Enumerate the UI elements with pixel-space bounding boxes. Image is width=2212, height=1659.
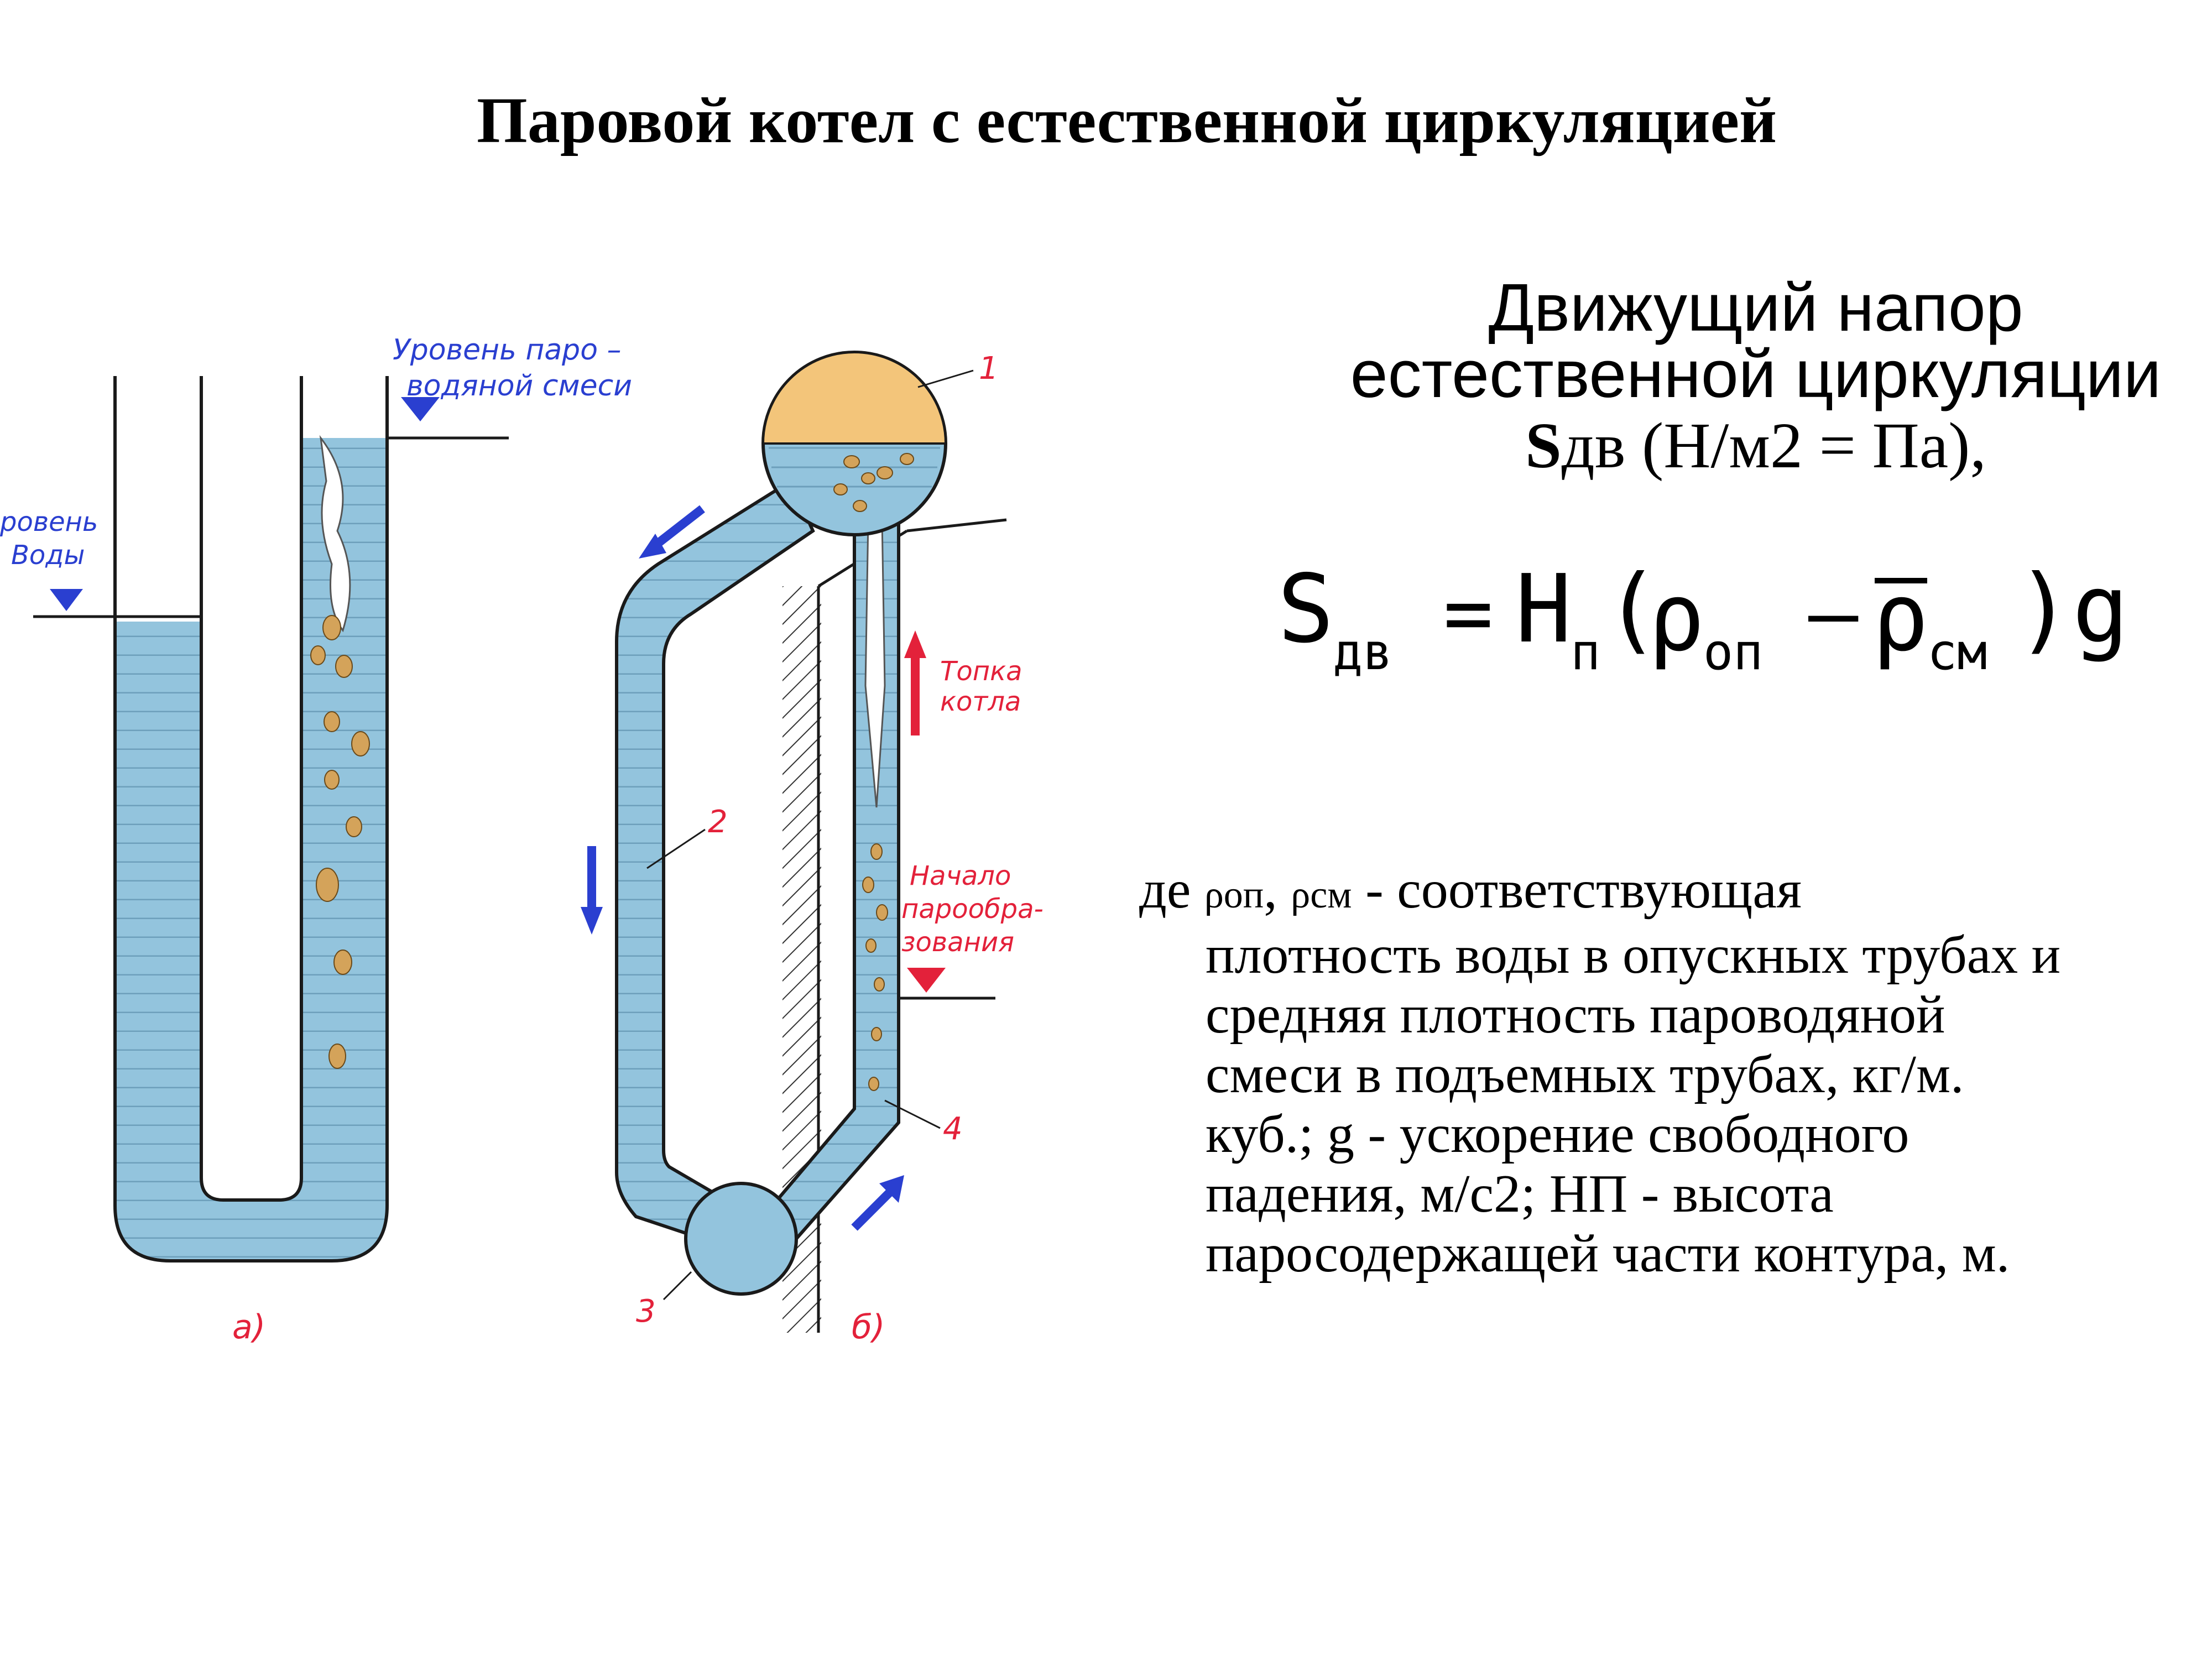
desc-line-1: де ρоп, ρсм - соответствующая	[1139, 860, 2212, 925]
desc-rho-op: ρоп	[1204, 874, 1264, 916]
formula-rho-sm-sub: см	[1927, 623, 1987, 681]
desc-line-3: средняя плотность пароводяной	[1206, 985, 1945, 1045]
label-num-4: 4	[943, 1111, 963, 1147]
formula-description: де ρоп, ρсм - соответствующая плотность …	[1139, 860, 2212, 1284]
steam-bubbles-a	[310, 615, 370, 1069]
steam-start-marker-icon	[907, 968, 946, 993]
desc-rho-sm: ρсм	[1291, 874, 1352, 916]
heading-symbol: S	[1525, 409, 1562, 482]
formula-minus: –	[1808, 565, 1859, 661]
u-tube-diagram-a: Уровень паро – водяной смеси ровень Воды…	[0, 333, 632, 1347]
desc-line-6: падения, м/с2; НП - высота	[1206, 1164, 1834, 1224]
arrow-up-red-head-icon	[904, 630, 926, 658]
label-num-1: 1	[979, 351, 999, 387]
label-start-1: Начало	[910, 860, 1011, 891]
steam-bubbles-b	[833, 453, 914, 1091]
formula-rho-op-sub: оп	[1703, 623, 1763, 681]
label-water-level-1: ровень	[0, 507, 98, 538]
formula-close: )g	[2016, 559, 2129, 664]
label-num-2: 2	[708, 804, 728, 840]
arrow-up-right-icon	[851, 1188, 894, 1231]
formula-lhs-sub: дв	[1333, 623, 1392, 681]
formula-rho-op: ρ	[1648, 563, 1704, 672]
caption-b: б)	[852, 1308, 885, 1347]
desc-prefix: де	[1139, 860, 1204, 920]
label-start-2: парообра-	[901, 894, 1044, 925]
heading-line-2: естественной циркуляции	[1350, 336, 2162, 411]
desc-line-1-rest: - соответствующая	[1352, 860, 1802, 920]
upper-drum	[761, 351, 947, 536]
desc-comma: ,	[1264, 860, 1291, 920]
lower-drum	[684, 1182, 798, 1296]
formula-eq: =	[1443, 565, 1493, 661]
formula-h: H	[1515, 559, 1572, 664]
formula-h-sub: п	[1571, 623, 1600, 681]
arrow-down-left-head-icon	[639, 534, 666, 559]
boiler-circuit-diagram-b: 1 2 3 4 Топка котла Начало парообра- зов…	[581, 351, 1044, 1347]
flow-arrow-icons	[581, 505, 926, 1231]
u-tube-water	[115, 438, 387, 1261]
label-start-3: зования	[901, 927, 1014, 958]
desc-line-2: плотность воды в опускных трубах и	[1206, 925, 2061, 985]
desc-line-7: паросодержащей части контура, м.	[1206, 1224, 2010, 1284]
heading-symbol-sub: дв	[1561, 409, 1626, 482]
heading-line-1: Движущий напор	[1488, 270, 2023, 345]
downcomer-tube	[615, 478, 815, 1241]
heading-symbol-line: Sдв (Н/м2 = Па),	[1272, 413, 2212, 479]
page-title: Паровой котел с естественной циркуляцией	[477, 84, 1777, 156]
arrow-up-right-head-icon	[879, 1175, 904, 1203]
callout-lines	[646, 369, 974, 1301]
heading-units: (Н/м2 = Па),	[1642, 409, 1986, 482]
formula: S дв = H п ( ρ оп – ρ см )g	[1277, 559, 2129, 681]
arrow-down-head-icon	[581, 907, 603, 935]
desc-line-4: смеси в подъемных трубах, кг/м.	[1206, 1045, 1964, 1104]
u-tube-outline	[113, 376, 389, 1262]
formula-open-paren: (	[1604, 559, 1660, 664]
label-mix-level-1: Уровень паро –	[393, 333, 622, 367]
formula-rho-sm: ρ	[1872, 563, 1928, 672]
circulation-diagram: Уровень паро – водяной смеси ровень Воды…	[0, 333, 1044, 1347]
driving-head-heading: Движущий напор естественной циркуляции S…	[1272, 274, 2212, 479]
label-mix-level-2: водяной смеси	[406, 369, 632, 403]
water-level-marker-icon	[50, 589, 83, 611]
label-water-level-2: Воды	[11, 540, 85, 571]
label-num-3: 3	[636, 1293, 656, 1329]
mix-level-marker-icon	[401, 397, 440, 421]
label-furnace-1: Топка	[940, 656, 1022, 687]
caption-a: а)	[232, 1308, 265, 1347]
formula-lhs: S	[1277, 559, 1334, 664]
desc-line-5: куб.; g - ускорение свободного	[1206, 1104, 1910, 1164]
steam-void	[319, 435, 351, 633]
label-furnace-2: котла	[940, 686, 1021, 717]
arrow-down-left-icon	[650, 505, 705, 551]
